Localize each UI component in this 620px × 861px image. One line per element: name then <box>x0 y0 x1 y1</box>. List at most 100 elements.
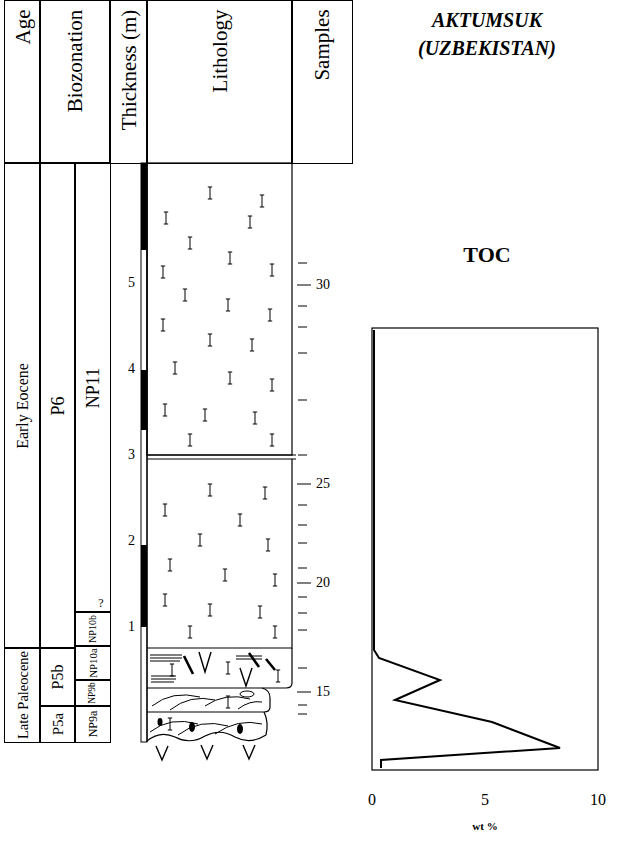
axis-tick-label: 0 <box>368 791 376 809</box>
thickness-scale-bar <box>141 545 147 627</box>
column-header: Biozonation <box>65 9 86 112</box>
sedimentary-structures <box>150 652 275 760</box>
limestone-symbols <box>173 362 177 374</box>
column-header: Samples <box>312 9 333 80</box>
sedimentary-structures <box>237 724 243 734</box>
lithology-column <box>147 455 296 459</box>
zone-label: NP10b <box>88 615 98 643</box>
limestone-symbols <box>161 266 165 278</box>
column-header: Thickness (m) <box>118 9 139 130</box>
header-cell: Biozonation <box>39 0 111 164</box>
thickness-label: 5 <box>128 275 135 291</box>
zone-band: P6 <box>39 162 76 649</box>
zone-band: NP9a <box>74 705 111 743</box>
limestone-symbols <box>208 484 212 496</box>
axis-tick-label: 10 <box>590 791 606 809</box>
limestone-symbols <box>203 409 207 421</box>
limestone-symbols <box>164 212 168 224</box>
limestone-symbols <box>198 534 202 546</box>
limestone-symbols <box>188 626 192 638</box>
thickness-scale-bar <box>141 163 147 742</box>
limestone-symbols <box>266 539 270 551</box>
lithology-column <box>147 459 292 648</box>
limestone-symbols <box>253 412 257 424</box>
age-band: Late Paleocene <box>4 647 41 743</box>
thickness-label: 2 <box>128 533 135 549</box>
limestone-symbols <box>161 187 280 730</box>
limestone-symbols <box>170 664 174 676</box>
toc-chart <box>372 328 598 770</box>
lithology-column <box>147 163 292 455</box>
sedimentary-structures <box>240 691 254 697</box>
thickness-label: 4 <box>128 361 135 377</box>
age-band: Early Eocene <box>4 162 41 649</box>
lithology-column <box>147 648 292 688</box>
lithology-column <box>147 732 266 741</box>
lithology-column <box>147 688 270 712</box>
sample-ticks <box>297 285 311 692</box>
column-header: Age <box>12 9 33 44</box>
limestone-symbols <box>163 404 167 416</box>
limestone-symbols <box>260 195 264 207</box>
limestone-symbols <box>250 339 254 351</box>
sample-number: 20 <box>316 575 330 591</box>
thickness-scale-bar <box>141 163 147 250</box>
zone-label: NP10a <box>87 649 98 678</box>
limestone-symbols <box>263 487 267 499</box>
limestone-symbols <box>188 237 192 249</box>
header-cell: Age <box>4 0 41 164</box>
limestone-symbols <box>258 606 262 618</box>
header-cell: Lithology <box>146 0 293 164</box>
limestone-symbols <box>270 379 274 391</box>
chart-heading: TOC <box>463 242 510 267</box>
limestone-symbols <box>163 594 167 606</box>
limestone-symbols <box>208 187 212 199</box>
zone-band: NP11 <box>74 162 111 613</box>
column-header: Lithology <box>209 9 230 92</box>
limestone-symbols <box>228 252 232 264</box>
chart-title: AKTUMSUK (UZBEKISTAN) <box>392 6 582 62</box>
zone-label: NP11 <box>84 368 102 408</box>
sedimentary-structures <box>189 722 195 732</box>
sedimentary-structures <box>184 653 275 674</box>
limestone-symbols <box>168 718 172 730</box>
limestone-symbols <box>273 574 277 586</box>
axis-unit: wt % <box>472 820 497 833</box>
query-mark: ? <box>98 597 103 611</box>
limestone-symbols <box>226 299 230 311</box>
limestone-symbols <box>228 372 232 384</box>
limestone-symbols <box>208 604 212 616</box>
limestone-symbols <box>270 264 274 276</box>
limestone-symbols <box>208 334 212 346</box>
sedimentary-structures <box>158 718 163 726</box>
limestone-symbols <box>183 289 187 301</box>
limestone-symbols <box>273 626 277 638</box>
limestone-symbols <box>188 434 192 446</box>
zone-label: NP9b <box>88 682 97 704</box>
limestone-symbols <box>226 662 230 674</box>
thickness-label: 1 <box>128 619 135 635</box>
thickness-scale-bar <box>141 163 147 742</box>
zone-band: NP10b <box>74 611 111 647</box>
sample-number: 15 <box>316 684 330 700</box>
zone-band: P5a <box>39 705 76 743</box>
limestone-symbols <box>238 514 242 526</box>
sample-number: 30 <box>316 277 330 293</box>
axis-tick-label: 5 <box>481 791 489 809</box>
zone-band: NP10a <box>74 645 111 681</box>
zone-label: P6 <box>49 396 67 415</box>
limestone-symbols <box>163 504 167 516</box>
limestone-symbols <box>168 559 172 571</box>
lithology-column <box>264 712 267 735</box>
sample-number: 25 <box>316 476 330 492</box>
sedimentary-structures <box>199 652 252 686</box>
limestone-symbols <box>248 216 252 228</box>
header-cell: Samples <box>291 0 353 164</box>
zone-band: NP9b <box>74 679 111 707</box>
zone-label: Early Eocene <box>15 363 31 449</box>
limestone-symbols <box>226 696 230 708</box>
limestone-symbols <box>268 309 272 321</box>
thickness-scale-bar <box>141 370 147 430</box>
zone-label: NP9a <box>87 711 99 738</box>
